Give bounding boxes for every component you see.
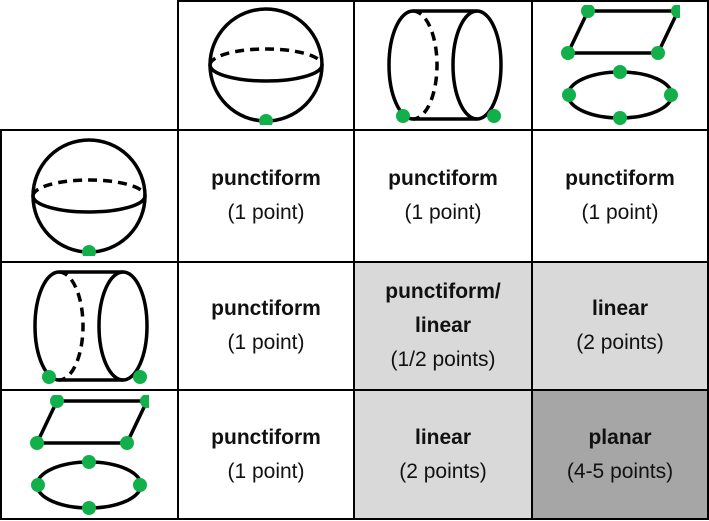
sphere-equator-back <box>31 178 147 197</box>
row-header-cylinder <box>0 262 178 390</box>
sphere-outline <box>31 138 147 254</box>
column-header-cylinder <box>354 0 532 130</box>
contact-point-count: (1 point) <box>227 201 305 224</box>
contact-point-count: (4-5 points) <box>566 459 674 483</box>
plane-outline <box>565 9 680 55</box>
matrix-cell: punctiform/linear (1/2 points) <box>354 262 532 390</box>
contact-point <box>562 88 576 102</box>
row-header-sphere <box>0 130 178 262</box>
sphere-equator-front <box>208 64 324 83</box>
contact-point <box>259 114 273 125</box>
contact-point-count: (2 points) <box>399 459 487 483</box>
matrix-cell: punctiform (1 point) <box>178 262 354 390</box>
contact-type-label: linear <box>414 425 472 449</box>
contact-point-count: (1 point) <box>227 459 305 483</box>
contact-point <box>30 435 44 450</box>
contact-point <box>50 394 64 408</box>
contact-point-count: (1 point) <box>404 201 482 224</box>
sphere-equator-front <box>31 195 147 214</box>
contact-type-label: punctiform <box>211 297 321 320</box>
plane-outline <box>34 398 149 445</box>
matrix-cell: punctiform (1 point) <box>354 130 532 262</box>
matrix-cell: punctiform (1 point) <box>178 130 354 262</box>
contact-type-label: punctiform <box>211 167 321 190</box>
contact-type-label: punctiform <box>211 425 321 449</box>
matrix-cell: linear (2 points) <box>354 390 532 519</box>
contact-point <box>140 394 149 408</box>
contact-point <box>581 5 595 18</box>
grid-line-top <box>178 0 709 2</box>
plane-and-ring-icon <box>561 5 680 125</box>
cylinder-icon <box>387 9 503 123</box>
contact-point <box>31 477 45 492</box>
matrix-cell: punctiform (1 point) <box>178 390 354 519</box>
matrix-cell: linear (2 points) <box>532 262 708 390</box>
cylinder-left-rim-front <box>387 9 414 121</box>
cylinder-left-rim-front <box>33 270 60 382</box>
column-header-sphere <box>178 0 354 130</box>
grid-line-vertical <box>177 0 179 520</box>
contact-point-count: (2 points) <box>576 331 664 354</box>
sphere-icon <box>208 7 324 125</box>
contact-point <box>651 46 665 60</box>
contact-point <box>487 109 501 123</box>
contact-point <box>133 477 147 492</box>
contact-point <box>120 435 134 450</box>
cylinder-left-rim-back <box>412 9 439 121</box>
contact-point-count: (1 point) <box>581 201 659 224</box>
contact-point-count: (1/2 points) <box>390 348 496 371</box>
contact-point <box>671 5 680 18</box>
contact-point <box>82 500 96 515</box>
contact-point <box>42 370 56 384</box>
cylinder-left-rim-back <box>58 270 85 382</box>
contact-type-label: punctiform <box>565 167 675 190</box>
matrix-cell: punctiform (1 point) <box>532 130 708 262</box>
matrix-cell: planar (4-5 points) <box>532 390 708 519</box>
cylinder-right-rim <box>97 270 149 382</box>
contact-point <box>664 88 678 102</box>
grid-line-vertical <box>531 0 533 520</box>
grid-line-vertical <box>707 0 709 520</box>
contact-point <box>82 245 96 256</box>
sphere-equator-back <box>208 47 324 66</box>
column-header-plane-and-ring <box>532 0 708 130</box>
contact-type-label: punctiform/linear <box>385 275 501 343</box>
contact-point <box>613 111 627 125</box>
contact-type-label: linear <box>591 297 649 320</box>
sphere-outline <box>208 7 324 123</box>
contact-point <box>396 109 410 123</box>
cylinder-right-rim <box>451 9 503 121</box>
contact-point <box>613 65 627 79</box>
contact-type-label: punctiform <box>388 167 498 190</box>
sphere-icon <box>31 138 147 256</box>
contact-type-label-line: linear <box>414 314 472 337</box>
grid-line-vertical <box>353 0 355 520</box>
contact-point <box>82 454 96 469</box>
cylinder-icon <box>33 270 149 384</box>
contact-point-count: (1 point) <box>227 331 305 354</box>
contact-point <box>561 46 575 60</box>
grid-line-left <box>0 130 2 520</box>
plane-and-ring-icon <box>30 394 149 515</box>
contact-point <box>133 370 147 384</box>
contact-type-label: planar <box>588 425 652 449</box>
row-header-plane-and-ring <box>0 390 178 519</box>
contact-type-label-line: punctiform/ <box>385 280 501 303</box>
